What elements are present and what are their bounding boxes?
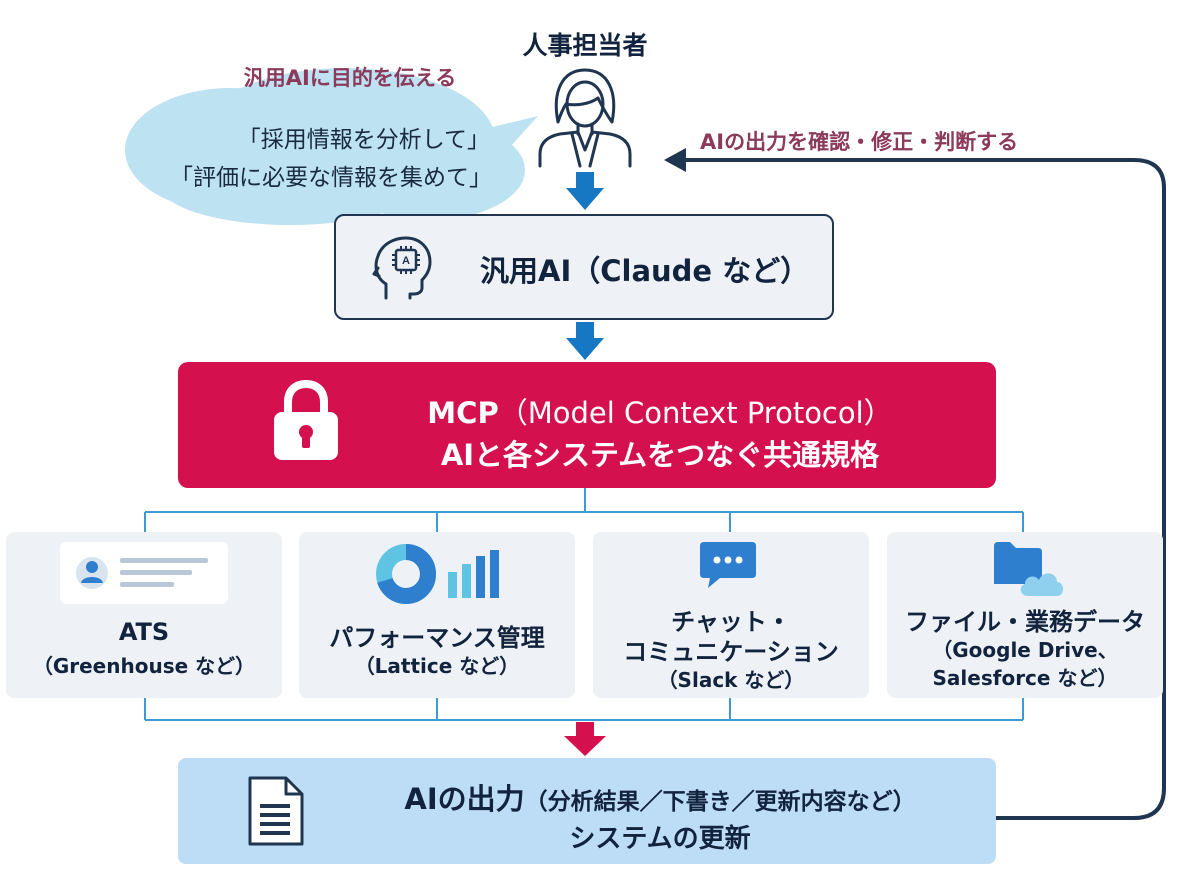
system-name-performance: パフォーマンス管理 [329,624,545,652]
system-name-chat-line1: チャット・ [671,608,791,636]
document-icon [248,776,304,846]
system-example-performance: （Lattice など） [354,654,520,678]
feedback-label: AIの出力を確認・修正・判断する [700,130,1019,154]
mcp-description: AIと各システムをつなぐ共通規格 [440,438,880,472]
connector-top [144,488,1024,532]
feedback-loop-line [682,158,1166,820]
profile-card-icon [60,542,228,604]
connector-bottom [144,698,1024,721]
ai-title: 汎用AI（Claude など） [480,254,810,288]
person-icon [538,68,632,168]
arrow-ai-to-mcp [566,322,604,360]
system-example-files-line2: Salesforce など） [932,666,1118,690]
arrow-person-to-ai [566,172,604,210]
system-name-files: ファイル・業務データ [905,608,1145,636]
output-detail: （分析結果／下書き／更新内容など） [524,789,916,815]
chat-bubble-icon [700,542,756,588]
arrow-systems-to-output [564,722,606,756]
bubble-caption: 汎用AIに目的を伝える [243,66,457,90]
speech-bubble [125,68,538,225]
bubble-text-line1: 「採用情報を分析して」 [237,127,490,153]
person-label: 人事担当者 [522,31,648,60]
system-name-ats: ATS [118,618,170,646]
ai-head-icon: A [372,236,432,300]
mcp-name: MCP [427,396,499,430]
mcp-full-name: （Model Context Protocol） [498,396,893,430]
output-box [178,758,996,864]
system-example-files-line1: （Google Drive、 [932,638,1118,662]
donut-chart-icon [376,544,436,604]
bar-chart-icon [448,550,499,598]
ai-box [334,214,834,320]
bubble-text-line2: 「評価に必要な情報を集めて」 [170,165,492,191]
lock-icon [274,379,338,460]
system-card-performance [299,532,575,698]
system-example-ats: （Greenhouse など） [32,654,256,678]
ai-chip-letter: A [402,255,410,267]
system-example-chat: （Slack など） [657,668,805,692]
folder-cloud-icon [994,542,1063,596]
output-line2: システムの更新 [569,824,751,854]
feedback-arrowhead [664,148,686,172]
system-name-chat-line2: コミュニケーション [623,638,839,666]
output-title: AIの出力（分析結果／下書き／更新内容など） [330,776,990,818]
output-title-main: AIの出力 [404,782,525,816]
mcp-title: MCP（Model Context Protocol） [330,390,990,432]
